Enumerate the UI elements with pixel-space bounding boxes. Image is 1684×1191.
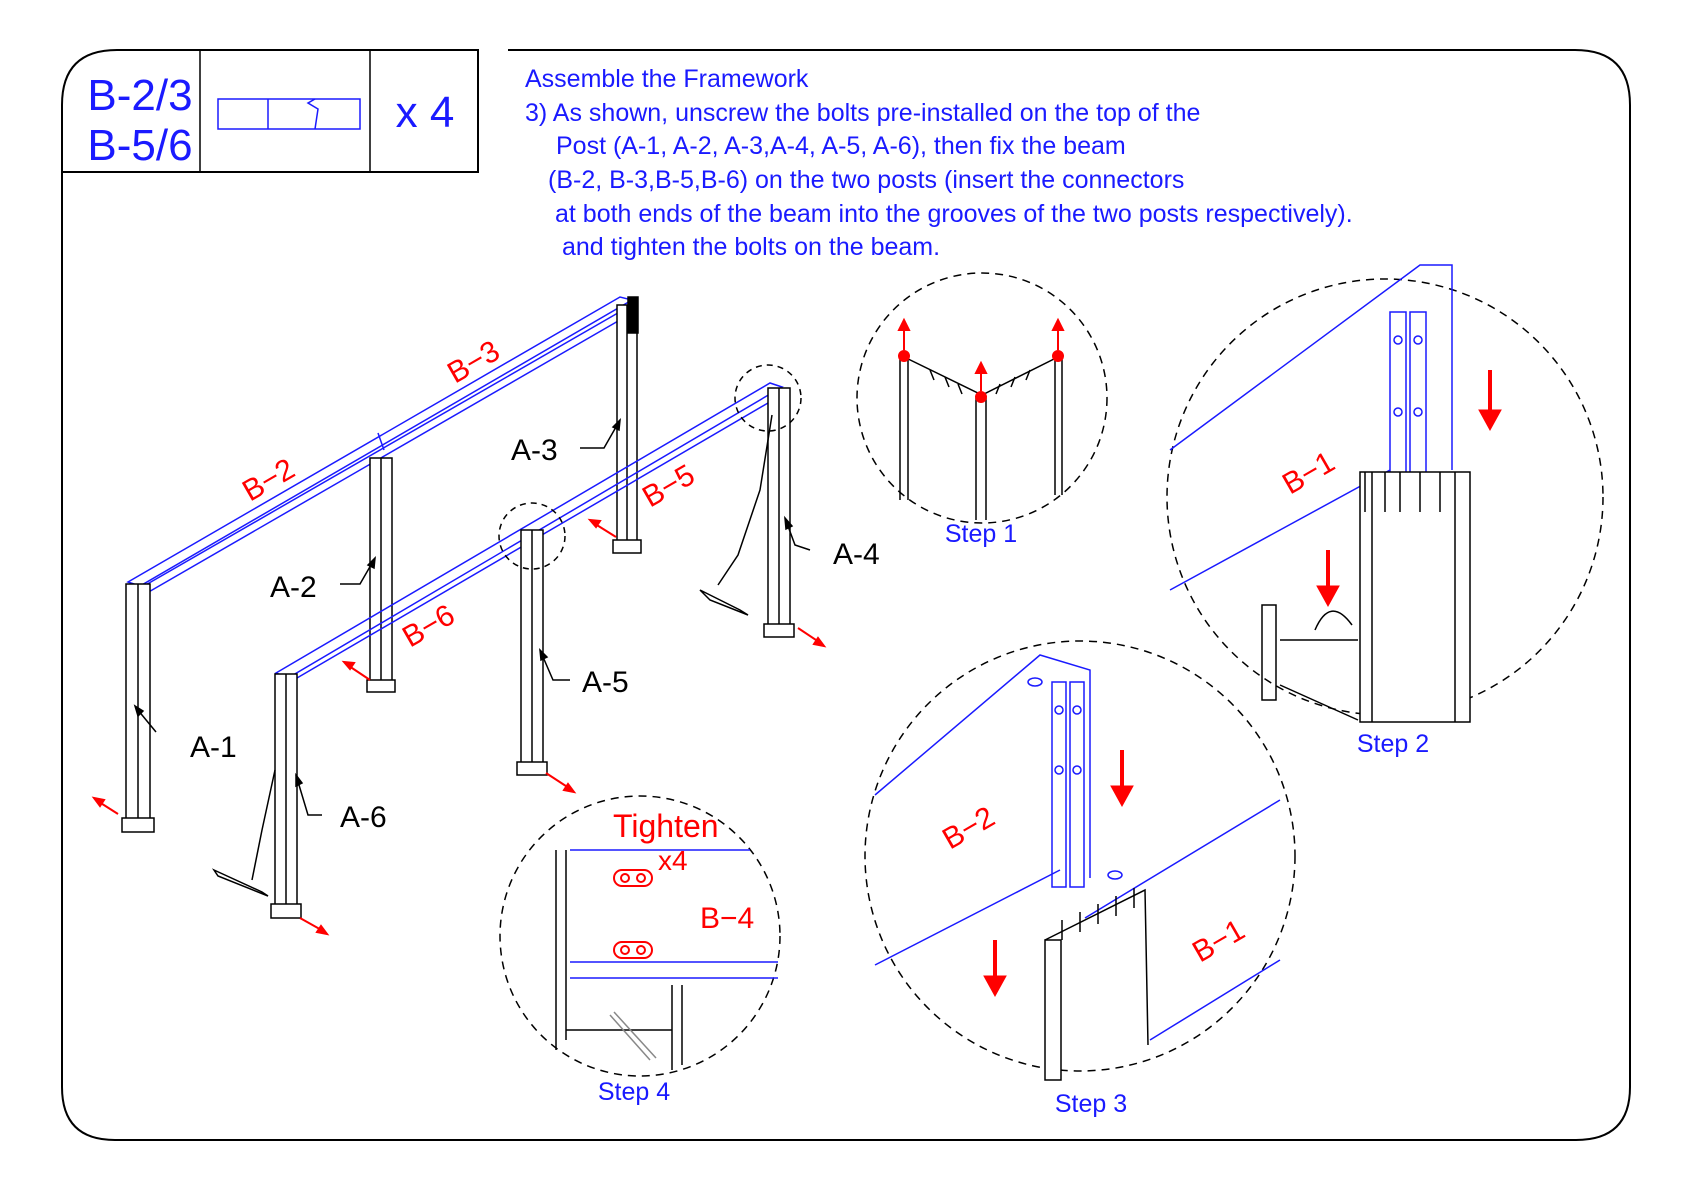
step3-beam-left-label: B−2 [937, 800, 1000, 856]
post-a5 [516, 529, 548, 776]
step4-count: x4 [658, 845, 688, 876]
post-a4 [699, 387, 795, 638]
step4-action: Tighten [613, 808, 719, 844]
instruction-title: Assemble the Framework [525, 65, 809, 93]
step4-beam-label: B−4 [700, 902, 754, 935]
step4-detail: Tighten x4 B−4 Step 4 [499, 795, 781, 1106]
step3-beam-right-label: B−1 [1187, 913, 1250, 969]
step2-detail: B−1 Step 2 [1166, 264, 1604, 758]
part-header-box: B-2/3 B-5/6 x 4 [61, 49, 479, 173]
step2-caption: Step 2 [1357, 730, 1429, 758]
step1-detail: Step 1 [856, 272, 1108, 548]
instruction-line-5: and tighten the bolts on the beam. [562, 233, 940, 261]
step2-beam-label: B−1 [1277, 445, 1340, 501]
post-a6 [211, 673, 302, 919]
label-a5: A-5 [582, 666, 629, 699]
post-a2 [366, 457, 396, 693]
direction-arrows [91, 518, 827, 936]
label-b6: B−6 [397, 598, 460, 654]
step1-caption: Step 1 [945, 520, 1017, 548]
page-border [61, 49, 1631, 1141]
label-a1: A-1 [190, 731, 237, 764]
step3-caption: Step 3 [1055, 1090, 1127, 1118]
instruction-line-3: (B-2, B-3,B-5,B-6) on the two posts (ins… [548, 166, 1184, 194]
label-a2: A-2 [270, 571, 317, 604]
label-a4: A-4 [833, 538, 880, 571]
framework-drawing [121, 296, 811, 919]
part-code-2: B-5/6 [87, 121, 192, 170]
post-a1 [121, 583, 155, 833]
step4-caption: Step 4 [598, 1078, 670, 1106]
part-code-1: B-2/3 [87, 71, 192, 120]
label-a6: A-6 [340, 801, 387, 834]
beam-thumbnail-icon [217, 98, 361, 130]
leader-lines [133, 417, 811, 816]
label-a3: A-3 [511, 434, 558, 467]
instruction-line-1: 3) As shown, unscrew the bolts pre-insta… [525, 99, 1200, 127]
instruction-line-4: at both ends of the beam into the groove… [555, 200, 1353, 228]
quantity: x 4 [396, 88, 455, 137]
instruction-line-2: Post (A-1, A-2, A-3,A-4, A-5, A-6), then… [556, 132, 1126, 160]
step3-detail: B−2 B−1 Step 3 [864, 640, 1296, 1118]
